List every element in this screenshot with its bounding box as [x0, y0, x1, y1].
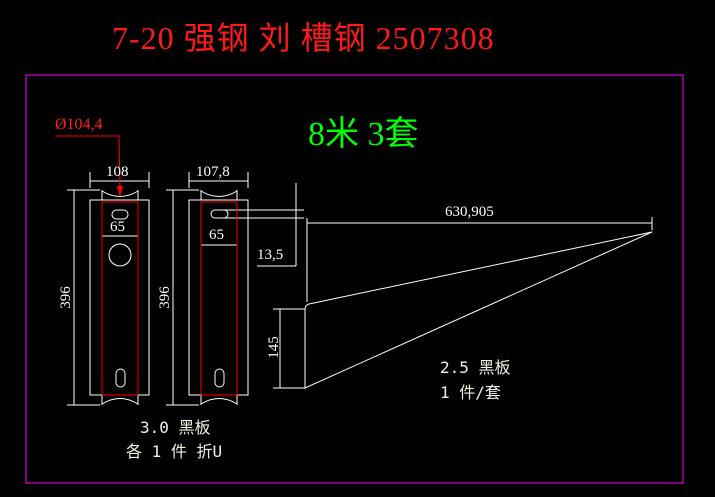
part1-width-dim: 108: [106, 164, 129, 180]
drawing-frame: [25, 74, 684, 484]
bracket-note-material: 2.5 黑板: [440, 358, 511, 377]
part1-height-dim: 396: [57, 286, 74, 309]
part2-cut-outline: [200, 201, 238, 396]
parts-note-qty: 各 1 件 折U: [126, 442, 223, 461]
part1-inner-dim: 65: [110, 219, 125, 235]
bracket-height-dim: 145: [265, 336, 282, 359]
part1-cut-outline: [101, 201, 139, 396]
part2-inner-dim: 65: [209, 227, 224, 243]
diameter-label: Ø104,4: [55, 116, 103, 133]
part2-outline: [166, 172, 304, 406]
bracket-length-dim: 630,905: [445, 204, 494, 220]
bracket-outline: [273, 217, 653, 389]
quantity-label: 8米 3套: [308, 116, 419, 153]
part2-offset-dim: 13,5: [257, 247, 284, 263]
leader-arrow-icon: [117, 186, 123, 197]
parts-note-material: 3.0 黑板: [140, 418, 211, 437]
part1-outline: [67, 172, 150, 406]
bracket-note-qty: 1 件/套: [440, 383, 501, 402]
part2-width-dim: 107,8: [196, 164, 230, 180]
drawing-title: 7-20 强钢 刘 槽钢 2507308: [112, 20, 495, 56]
part2-height-dim: 396: [156, 286, 173, 309]
diameter-leader: [55, 135, 121, 191]
